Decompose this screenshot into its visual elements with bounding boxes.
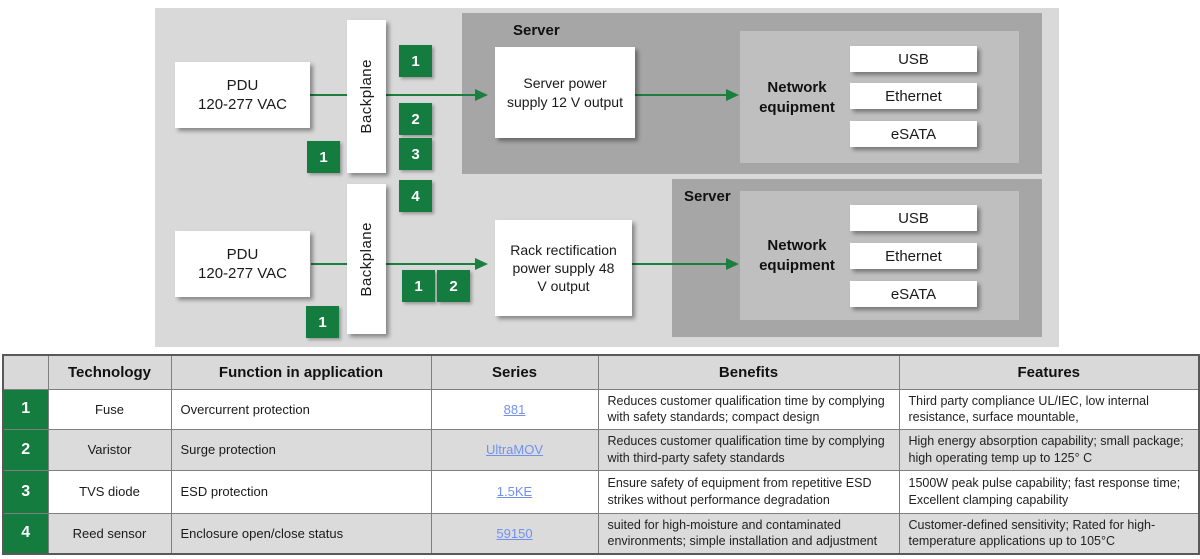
pdu-top-line1: PDU	[226, 76, 259, 94]
backplane-box-bottom: Backplane	[347, 184, 386, 334]
port-ethernet-top: Ethernet	[850, 83, 977, 109]
header-technology: Technology	[47, 354, 172, 390]
backplane-box-top: Backplane	[347, 20, 386, 173]
backplane-top-label: Backplane	[358, 59, 375, 134]
network-equipment-label-bottom: Network equipment	[759, 237, 835, 275]
technology-cell: Varistor	[47, 428, 172, 471]
arrow-supply-to-network-top	[635, 94, 727, 96]
port-esata-top: eSATA	[850, 121, 977, 147]
arrowhead-supply-to-network-top	[726, 89, 739, 101]
server-bottom-title: Server	[684, 188, 731, 205]
marker-2-top-stack: 2	[399, 103, 432, 135]
series-link-59150[interactable]: 59150	[496, 525, 533, 541]
benefits-cell: Reduces customer qualification time by c…	[597, 388, 900, 430]
table-row-reed-sensor: 4 Reed sensor Enclosure open/close statu…	[2, 512, 1200, 555]
technology-cell: Fuse	[47, 388, 172, 430]
function-cell: Surge protection	[170, 428, 432, 471]
technology-table-container: Technology Function in application Serie…	[2, 354, 1200, 555]
port-usb-top: USB	[850, 46, 977, 72]
benefits-cell: Ensure safety of equipment from repetiti…	[597, 469, 900, 514]
technology-cell: Reed sensor	[47, 512, 172, 555]
pdu-bottom-line1: PDU	[226, 245, 259, 263]
rack-power-supply-box: Rack rectification power supply 48 V out…	[495, 220, 632, 316]
row-number-badge: 3	[2, 469, 49, 514]
marker-2-rack-path: 2	[437, 270, 470, 302]
arrowhead-pdu-to-server-supply	[475, 89, 488, 101]
table-row-fuse: 1 Fuse Overcurrent protection 881 Reduce…	[2, 388, 1200, 430]
port-usb-bottom: USB	[850, 205, 977, 231]
header-series: Series	[430, 354, 599, 390]
row-number-badge: 4	[2, 512, 49, 555]
port-esata-bottom: eSATA	[850, 281, 977, 307]
arrowhead-pdu-to-rack-supply	[475, 258, 488, 270]
marker-1-pdu-bottom: 1	[306, 306, 339, 338]
row-number-badge: 2	[2, 428, 49, 471]
series-link-ultramov[interactable]: UltraMOV	[485, 442, 544, 457]
table-header-row: Technology Function in application Serie…	[2, 354, 1200, 390]
features-cell: High energy absorption capability; small…	[898, 428, 1200, 471]
technology-table: Technology Function in application Serie…	[2, 354, 1200, 555]
port-ethernet-bottom: Ethernet	[850, 243, 977, 269]
benefits-cell: suited for high-moisture and contaminate…	[597, 512, 900, 555]
table-row-varistor: 2 Varistor Surge protection UltraMOV Red…	[2, 428, 1200, 471]
marker-1-top-stack: 1	[399, 45, 432, 77]
marker-1-rack-path: 1	[402, 270, 435, 302]
table-row-tvs-diode: 3 TVS diode ESD protection 1.5KE Ensure …	[2, 469, 1200, 514]
pdu-top-line2: 120-277 VAC	[198, 96, 287, 113]
arrow-pdu-to-server-supply	[310, 94, 476, 96]
benefits-cell: Reduces customer qualification time by c…	[597, 428, 900, 471]
function-cell: ESD protection	[170, 469, 432, 514]
row-number-badge: 1	[2, 388, 49, 430]
series-link-881[interactable]: 881	[503, 401, 526, 417]
series-link-15ke[interactable]: 1.5KE	[496, 484, 533, 499]
marker-3-top-stack: 3	[399, 138, 432, 170]
function-cell: Enclosure open/close status	[170, 512, 432, 555]
header-number	[2, 354, 49, 390]
technology-cell: TVS diode	[47, 469, 172, 514]
features-cell: 1500W peak pulse capability; fast respon…	[898, 469, 1200, 514]
header-benefits: Benefits	[597, 354, 900, 390]
function-cell: Overcurrent protection	[170, 388, 432, 430]
features-cell: Third party compliance UL/IEC, low inter…	[898, 388, 1200, 430]
pdu-box-bottom: PDU 120-277 VAC	[175, 231, 310, 297]
arrow-pdu-to-rack-supply	[311, 263, 476, 265]
header-function: Function in application	[170, 354, 432, 390]
server-power-supply-box: Server power supply 12 V output	[495, 47, 635, 138]
network-equipment-label-top: Network equipment	[759, 79, 835, 117]
marker-4-top-stack: 4	[399, 180, 432, 212]
marker-1-pdu-top: 1	[307, 141, 340, 173]
features-cell: Customer-defined sensitivity; Rated for …	[898, 512, 1200, 555]
arrow-rack-to-network-bottom	[632, 263, 727, 265]
server-top-title: Server	[513, 22, 560, 39]
pdu-box-top: PDU 120-277 VAC	[175, 62, 310, 128]
header-features: Features	[898, 354, 1200, 390]
pdu-bottom-line2: 120-277 VAC	[198, 265, 287, 282]
arrowhead-rack-to-network-bottom	[726, 258, 739, 270]
backplane-bottom-label: Backplane	[358, 221, 375, 297]
